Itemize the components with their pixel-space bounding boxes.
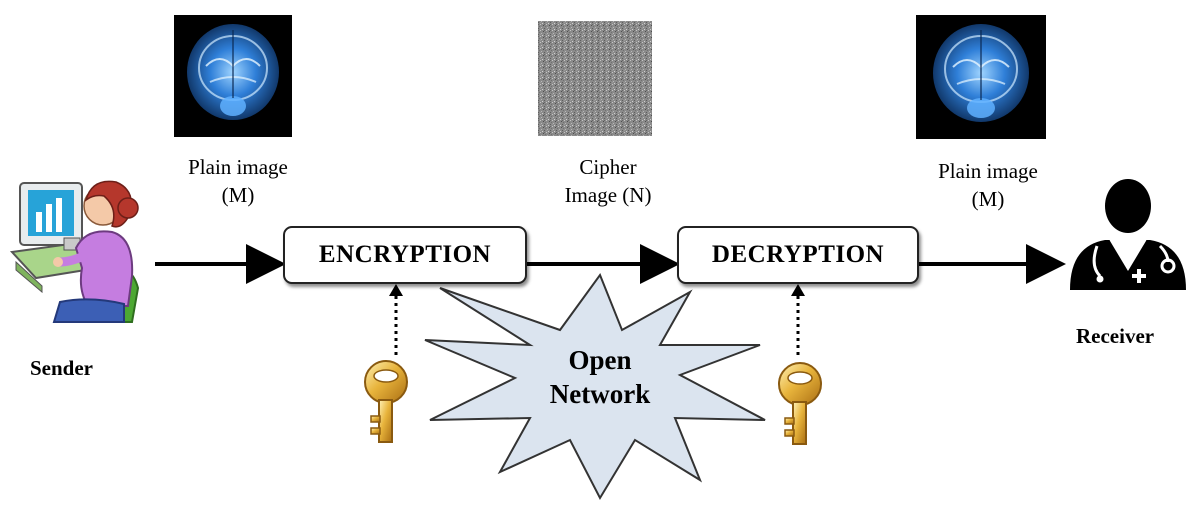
encryption-label: ENCRYPTION (318, 241, 492, 268)
plain-image-left-line1: Plain image (188, 155, 288, 179)
encryption-key-icon (364, 360, 408, 443)
open-network-line1: Open (568, 345, 632, 375)
sender-label: Sender (30, 356, 93, 380)
receiver-doctor-icon (1070, 179, 1186, 290)
plain-image-left-line2: (M) (221, 183, 255, 207)
plain-image-left-caption: Plain image (M) (168, 153, 308, 209)
plain-image-right-caption: Plain image (M) (918, 157, 1058, 213)
cipher-image-line2: Image (N) (564, 183, 652, 207)
cipher-image-noise-icon (538, 21, 652, 136)
decryption-block: DECRYPTION (677, 226, 919, 284)
receiver-label: Receiver (1076, 324, 1155, 348)
arrowhead-key-to-encryption (389, 284, 403, 296)
open-network-label: Open Network (530, 343, 670, 411)
cipher-image-line1: Cipher (579, 155, 637, 179)
decryption-key-icon (778, 362, 822, 445)
cipher-image-caption: Cipher Image (N) (540, 153, 676, 209)
arrowhead-key-to-decryption (791, 284, 805, 296)
plain-image-right-brain-mri-icon (916, 15, 1046, 139)
plain-image-right-line1: Plain image (938, 159, 1038, 183)
sender-person-at-computer-icon (9, 180, 140, 323)
plain-image-right-line2: (M) (971, 187, 1005, 211)
encryption-block: ENCRYPTION (283, 226, 527, 284)
open-network-burst (424, 272, 766, 501)
open-network-line2: Network (549, 379, 651, 409)
plain-image-left-brain-mri-icon (174, 15, 292, 137)
decryption-label: DECRYPTION (711, 241, 885, 268)
